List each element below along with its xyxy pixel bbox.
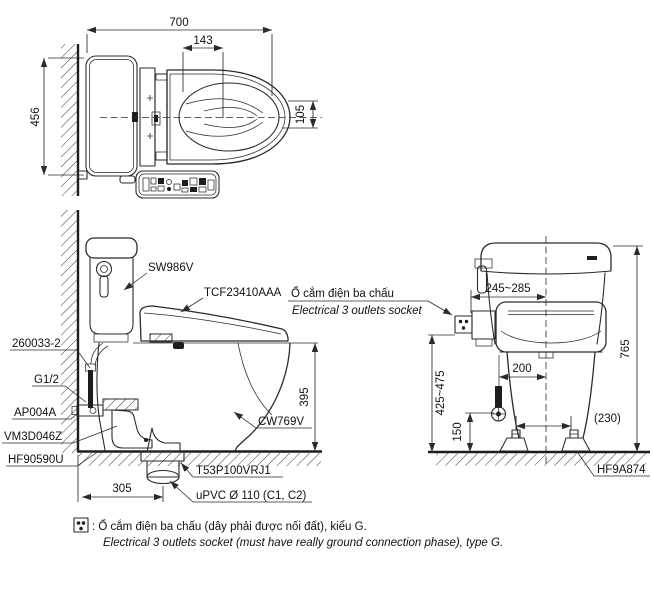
part-labels-side-view: SW986V TCF23410AAA Ổ cắm điện ba chấu El… xyxy=(2,262,453,503)
supply-front xyxy=(490,355,507,422)
drain-elbow xyxy=(146,427,181,453)
dim-456: 456 xyxy=(30,107,42,126)
label-socket-vi: Ổ cắm điện ba chấu xyxy=(291,287,394,300)
remote-control xyxy=(135,170,220,199)
socket-legend-icon xyxy=(73,517,89,533)
supply-pipe xyxy=(88,370,93,408)
supply-and-trap xyxy=(71,342,181,453)
dim-230: (230) xyxy=(594,413,621,425)
label-washlet: TCF23410AAA xyxy=(204,287,282,299)
side-view: 305 395 SW986V TCF23410AAA Ổ cắm điện ba… xyxy=(2,210,453,503)
flush-lever-front xyxy=(476,265,488,294)
label-floor-fixing: HF9A874 xyxy=(597,464,646,476)
note-line-vi: : Ổ cắm điện ba chấu (dây phải được nối … xyxy=(92,520,367,533)
label-thread: G1/2 xyxy=(34,374,59,386)
dimensions-top-view: 700 143 456 105 xyxy=(30,17,318,176)
label-flange: T53P100VRJ1 xyxy=(196,465,271,477)
dim-395: 395 xyxy=(299,387,311,406)
label-supply-hose: 260033-2 xyxy=(12,338,61,350)
dim-765: 765 xyxy=(620,339,632,358)
wall-hatching-top xyxy=(61,44,78,196)
dim-105: 105 xyxy=(295,105,307,124)
gasket-block xyxy=(102,398,139,411)
flush-button xyxy=(95,260,113,278)
label-stop-valve: AP004A xyxy=(14,407,57,419)
top-view: 700 143 456 105 xyxy=(30,17,322,199)
label-gasket: VM3D046Z xyxy=(4,431,62,443)
label-drain-pipe: uPVC Ø 110 (C1, C2) xyxy=(196,490,307,502)
trapway xyxy=(111,409,153,449)
remote-buttons xyxy=(142,177,215,193)
bowl-opening xyxy=(178,82,280,152)
label-cistern: SW986V xyxy=(148,262,194,274)
label-bowl: CW769V xyxy=(258,416,304,428)
washlet-seat-side xyxy=(139,305,289,349)
note-line-en: Electrical 3 outlets socket (must have r… xyxy=(103,537,503,549)
cistern-top xyxy=(77,55,138,184)
wall-hatching-side xyxy=(61,210,78,453)
bowl-side xyxy=(96,342,318,452)
washlet-seat-front xyxy=(495,301,607,359)
label-socket-en: Electrical 3 outlets socket xyxy=(292,305,423,317)
dim-700: 700 xyxy=(169,17,188,29)
dim-150: 150 xyxy=(452,422,464,441)
drain-pipe-assembly xyxy=(140,450,185,485)
hose-connector-top xyxy=(132,112,138,122)
dim-200: 200 xyxy=(512,363,531,375)
front-view: HF9A874 245~285 200 765 425~475 150 (230… xyxy=(428,236,650,477)
flush-lever-side xyxy=(99,275,109,298)
dimensions-side-view: 305 395 xyxy=(77,343,319,502)
dim-143: 143 xyxy=(193,35,212,47)
label-fixing: HF90590U xyxy=(8,454,64,466)
dim-245-285: 245~285 xyxy=(485,283,530,295)
dim-305: 305 xyxy=(112,483,131,495)
dim-425-475: 425~475 xyxy=(435,370,447,415)
socket-icon xyxy=(454,310,496,347)
floor-hatching-side xyxy=(79,453,321,466)
footnote: : Ổ cắm điện ba chấu (dây phải được nối … xyxy=(73,517,503,549)
floor-hatching-front xyxy=(436,453,646,466)
cistern-side xyxy=(85,237,138,343)
dimensions-front-view: 245~285 200 765 425~475 150 (230) xyxy=(428,245,643,452)
seat-lid-top xyxy=(166,69,291,165)
